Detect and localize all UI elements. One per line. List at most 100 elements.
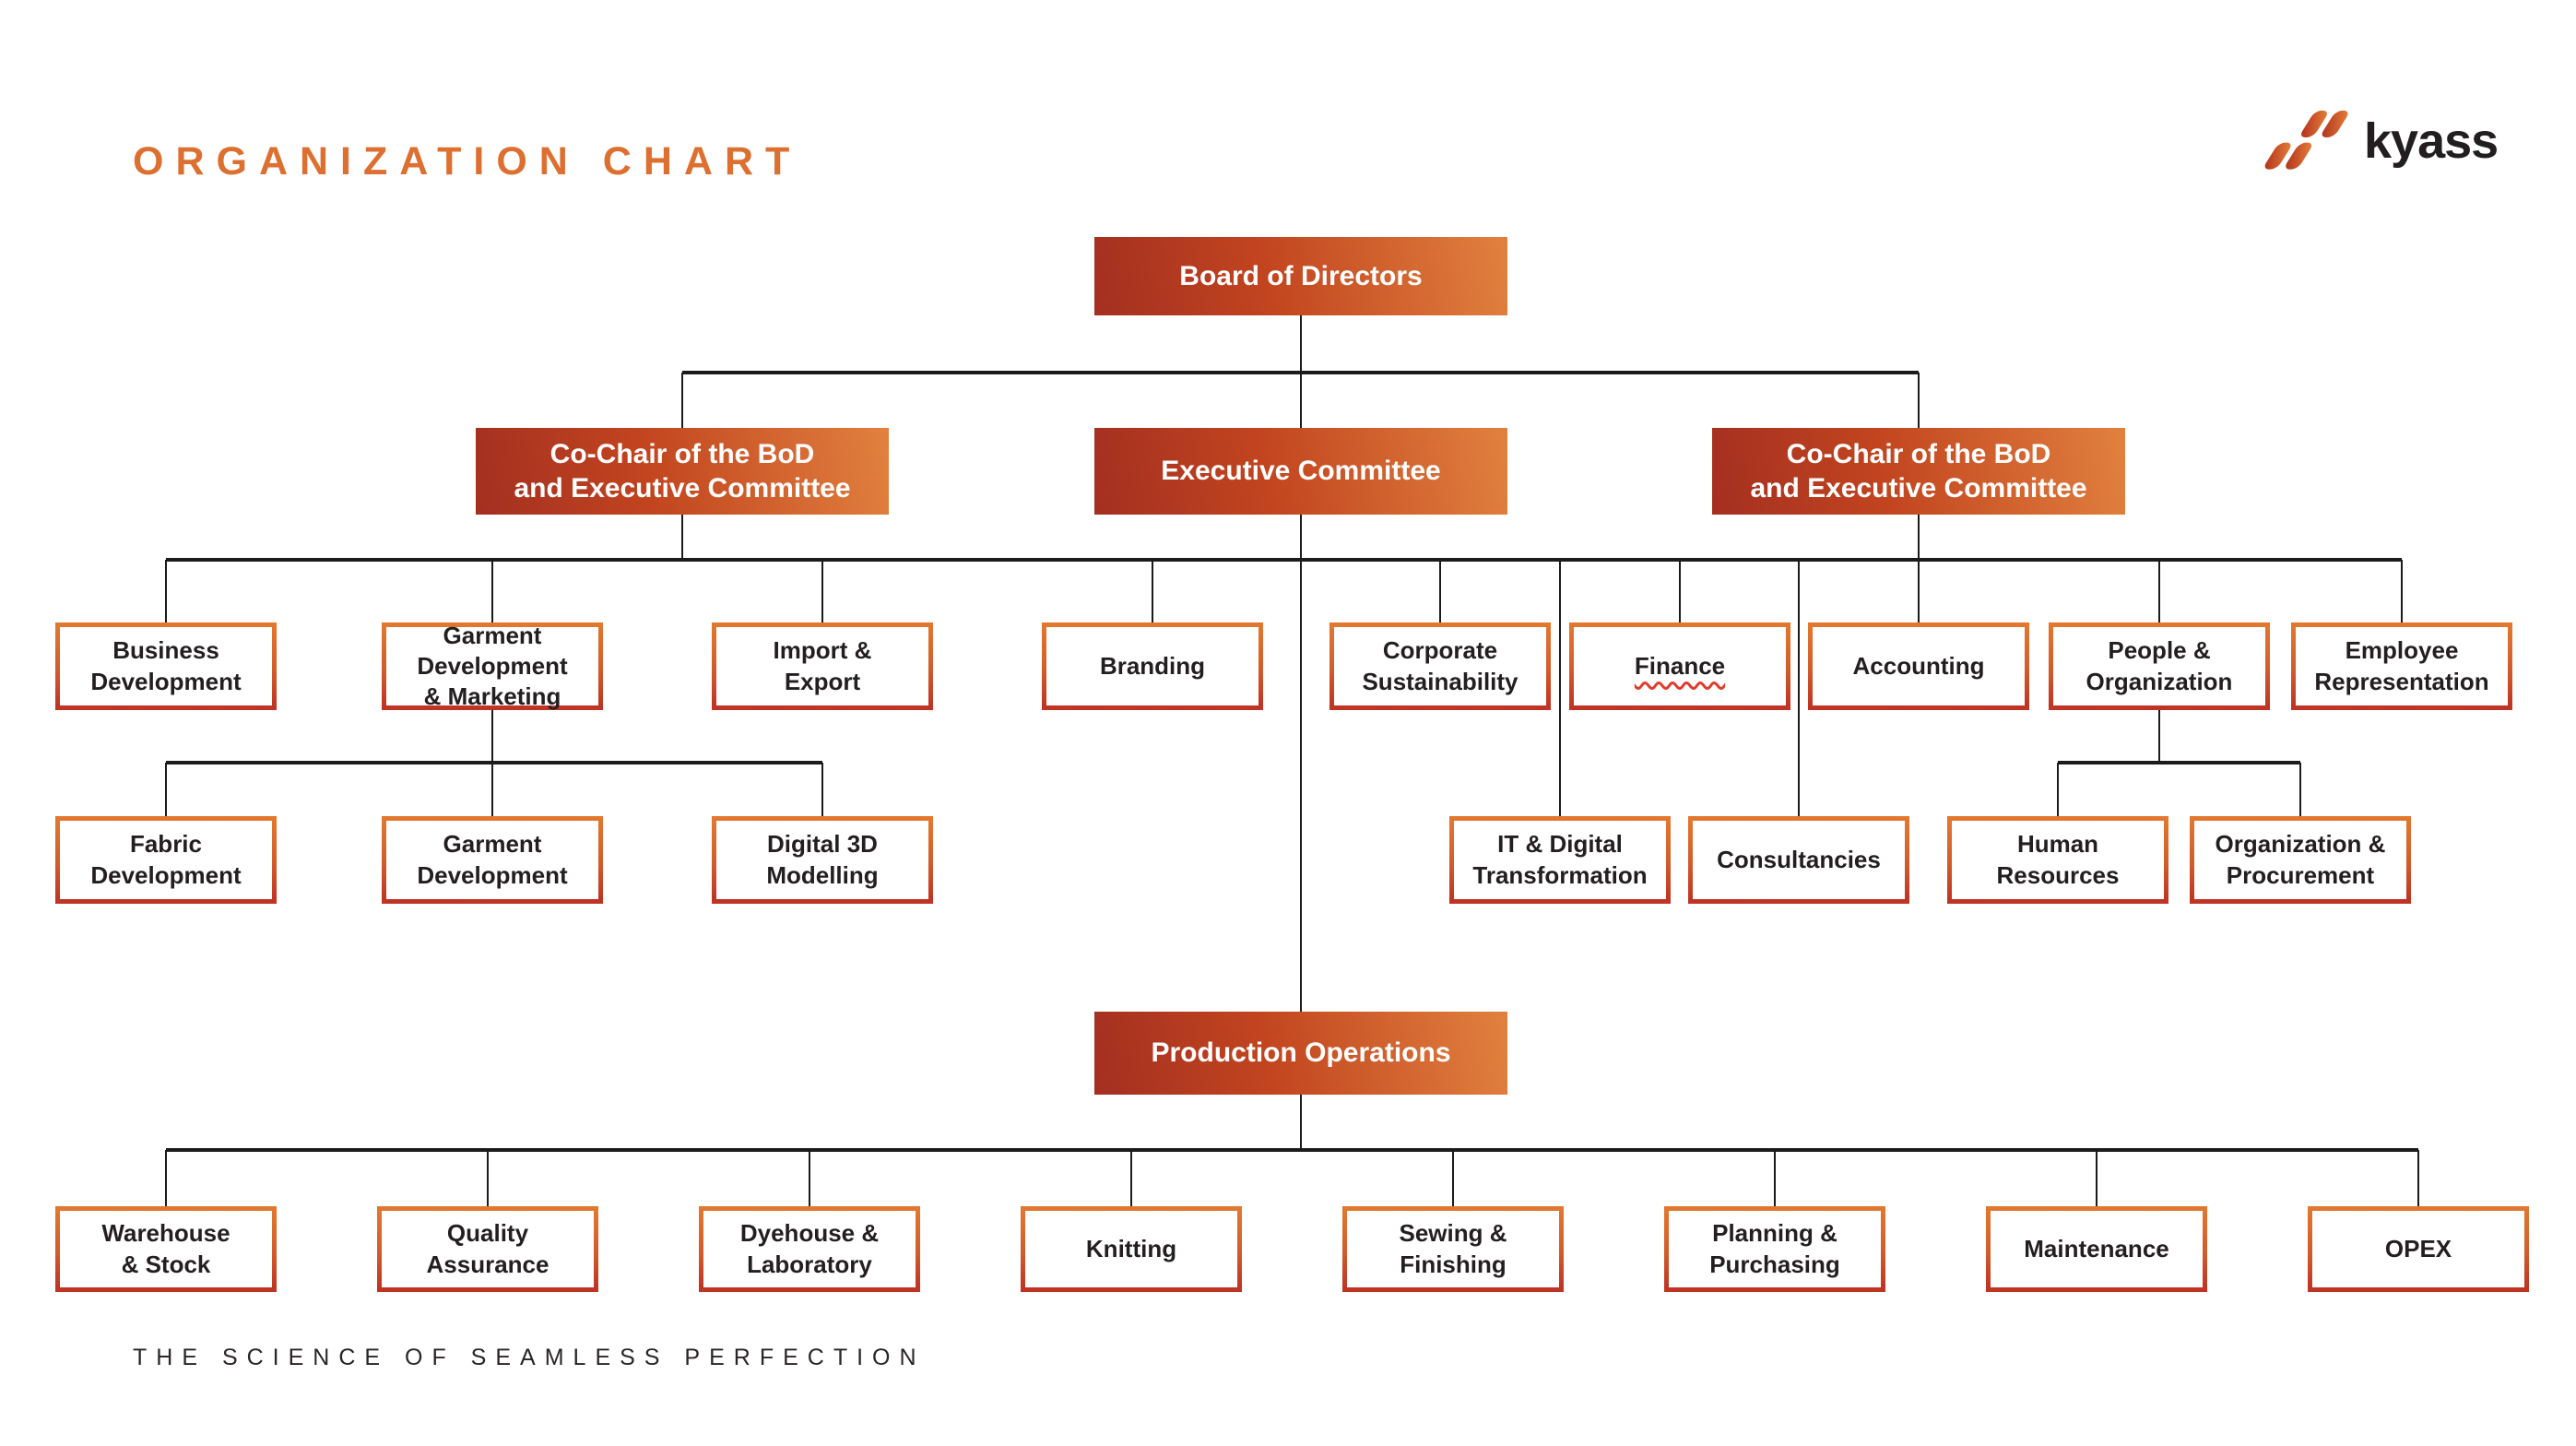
node-label: Production Operations bbox=[1151, 1037, 1451, 1069]
node-import-export: Import & Export bbox=[712, 622, 933, 710]
connector-line-horizontal bbox=[166, 761, 822, 764]
node-fabric-development: Fabric Development bbox=[55, 816, 277, 904]
connector-line-vertical bbox=[1917, 373, 1920, 428]
node-business-development: Business Development bbox=[55, 622, 277, 710]
page-title: ORGANIZATION CHART bbox=[133, 138, 802, 184]
node-employee-representation: Employee Representation bbox=[2291, 622, 2512, 710]
connector-line-vertical bbox=[490, 560, 494, 622]
node-consultancies: Consultancies bbox=[1688, 816, 1909, 904]
connector-line-vertical bbox=[2298, 763, 2302, 816]
node-label: Organization & Procurement bbox=[2215, 830, 2386, 889]
node-label: OPEX bbox=[2384, 1234, 2452, 1262]
node-label: Fabric Development bbox=[90, 830, 242, 889]
node-digital-3d-modelling: Digital 3D Modelling bbox=[712, 816, 933, 904]
connector-line-vertical bbox=[2056, 763, 2060, 816]
node-cochair-right: Co-Chair of the BoD and Executive Commit… bbox=[1712, 428, 2125, 515]
connector-line-vertical bbox=[2416, 1150, 2420, 1206]
node-label: Corporate Sustainability bbox=[1362, 636, 1518, 695]
connector-line-vertical bbox=[1438, 560, 1442, 622]
node-label: Quality Assurance bbox=[426, 1219, 549, 1278]
node-garment-development: Garment Development bbox=[382, 816, 603, 904]
connector-line-vertical bbox=[2157, 560, 2161, 622]
node-exec: Executive Committee bbox=[1094, 428, 1507, 515]
connector-line-vertical bbox=[2095, 1150, 2098, 1206]
connector-line-vertical bbox=[1299, 315, 1303, 373]
connector-line-vertical bbox=[2157, 710, 2161, 763]
connector-line-vertical bbox=[1797, 560, 1801, 816]
node-quality-assurance: Quality Assurance bbox=[377, 1206, 598, 1292]
node-label: Import & Export bbox=[773, 636, 872, 695]
node-garment-development-marketing: Garment Development & Marketing bbox=[382, 622, 603, 710]
node-label: Digital 3D Modelling bbox=[766, 830, 879, 889]
connector-line-horizontal bbox=[2058, 761, 2300, 764]
node-label: IT & Digital Transformation bbox=[1472, 830, 1648, 889]
brand-name: kyass bbox=[2364, 113, 2499, 169]
connector-line-horizontal bbox=[166, 1148, 2418, 1152]
connector-line-vertical bbox=[486, 1150, 490, 1206]
connector-line-vertical bbox=[1129, 1150, 1133, 1206]
node-label: Garment Development bbox=[417, 830, 568, 889]
connector-line-vertical bbox=[821, 763, 824, 816]
node-knitting: Knitting bbox=[1021, 1206, 1242, 1292]
connector-line-vertical bbox=[1917, 560, 1920, 622]
node-label: Dyehouse & Laboratory bbox=[739, 1219, 880, 1278]
node-planning-purchasing: Planning & Purchasing bbox=[1664, 1206, 1885, 1292]
node-label: Accounting bbox=[1852, 651, 1985, 680]
connector-line-vertical bbox=[1151, 560, 1154, 622]
connector-line-vertical bbox=[1678, 560, 1682, 622]
connector-line-vertical bbox=[821, 560, 824, 622]
node-opex: OPEX bbox=[2308, 1206, 2529, 1292]
node-label: Executive Committee bbox=[1161, 456, 1441, 487]
node-sewing-finishing: Sewing & Finishing bbox=[1342, 1206, 1564, 1292]
kyass-logo-icon bbox=[2264, 110, 2348, 170]
node-organization-procurement: Organization & Procurement bbox=[2190, 816, 2411, 904]
node-maintenance: Maintenance bbox=[1986, 1206, 2207, 1292]
brand-logo: kyass bbox=[2261, 101, 2499, 181]
node-people-organization: People & Organization bbox=[2049, 622, 2270, 710]
node-label: Maintenance bbox=[2024, 1234, 2169, 1262]
connector-line-vertical bbox=[1917, 515, 1920, 560]
node-label: Human Resources bbox=[1996, 830, 2120, 889]
connector-line-vertical bbox=[1773, 1150, 1777, 1206]
node-label: People & Organization bbox=[2086, 636, 2233, 695]
node-human-resources: Human Resources bbox=[1947, 816, 2168, 904]
connector-line-vertical bbox=[1299, 560, 1303, 1012]
connector-line-horizontal bbox=[166, 558, 2402, 562]
node-label: Business Development bbox=[90, 636, 242, 695]
connector-line-vertical bbox=[1299, 515, 1303, 560]
connector-line-vertical bbox=[680, 515, 684, 560]
node-label: Planning & Purchasing bbox=[1709, 1219, 1840, 1278]
node-warehouse-stock: Warehouse & Stock bbox=[55, 1206, 277, 1292]
connector-line-vertical bbox=[164, 1150, 168, 1206]
connector-line-vertical bbox=[1451, 1150, 1455, 1206]
connector-line-vertical bbox=[1558, 560, 1562, 816]
node-label: Co-Chair of the BoD and Executive Commit… bbox=[514, 438, 851, 504]
node-label: Branding bbox=[1099, 651, 1206, 680]
node-finance: Finance bbox=[1569, 622, 1790, 710]
node-label: Garment Development & Marketing bbox=[417, 621, 568, 711]
node-corporate-sustainability: Corporate Sustainability bbox=[1329, 622, 1551, 710]
connector-line-vertical bbox=[1299, 373, 1303, 428]
node-branding: Branding bbox=[1042, 622, 1263, 710]
connector-line-vertical bbox=[2400, 560, 2404, 622]
node-dyehouse-laboratory: Dyehouse & Laboratory bbox=[699, 1206, 920, 1292]
node-label: Warehouse & Stock bbox=[101, 1219, 230, 1278]
connector-line-vertical bbox=[164, 560, 168, 622]
connector-line-vertical bbox=[1299, 1095, 1303, 1150]
connector-line-vertical bbox=[808, 1150, 811, 1206]
node-accounting: Accounting bbox=[1808, 622, 2029, 710]
node-board: Board of Directors bbox=[1094, 237, 1507, 315]
node-cochair-left: Co-Chair of the BoD and Executive Commit… bbox=[476, 428, 889, 515]
node-label: Co-Chair of the BoD and Executive Commit… bbox=[1750, 438, 2087, 504]
node-label: Board of Directors bbox=[1179, 260, 1423, 291]
connector-line-horizontal bbox=[682, 371, 1919, 374]
connector-line-vertical bbox=[164, 763, 168, 816]
node-label: Sewing & Finishing bbox=[1399, 1219, 1507, 1278]
footer-tagline: THE SCIENCE OF SEAMLESS PERFECTION bbox=[133, 1345, 926, 1370]
node-label: Knitting bbox=[1085, 1234, 1177, 1262]
node-it-digital-transformation: IT & Digital Transformation bbox=[1449, 816, 1671, 904]
connector-line-vertical bbox=[680, 373, 684, 428]
node-label: Finance bbox=[1634, 651, 1726, 680]
node-production-operations: Production Operations bbox=[1094, 1012, 1507, 1095]
